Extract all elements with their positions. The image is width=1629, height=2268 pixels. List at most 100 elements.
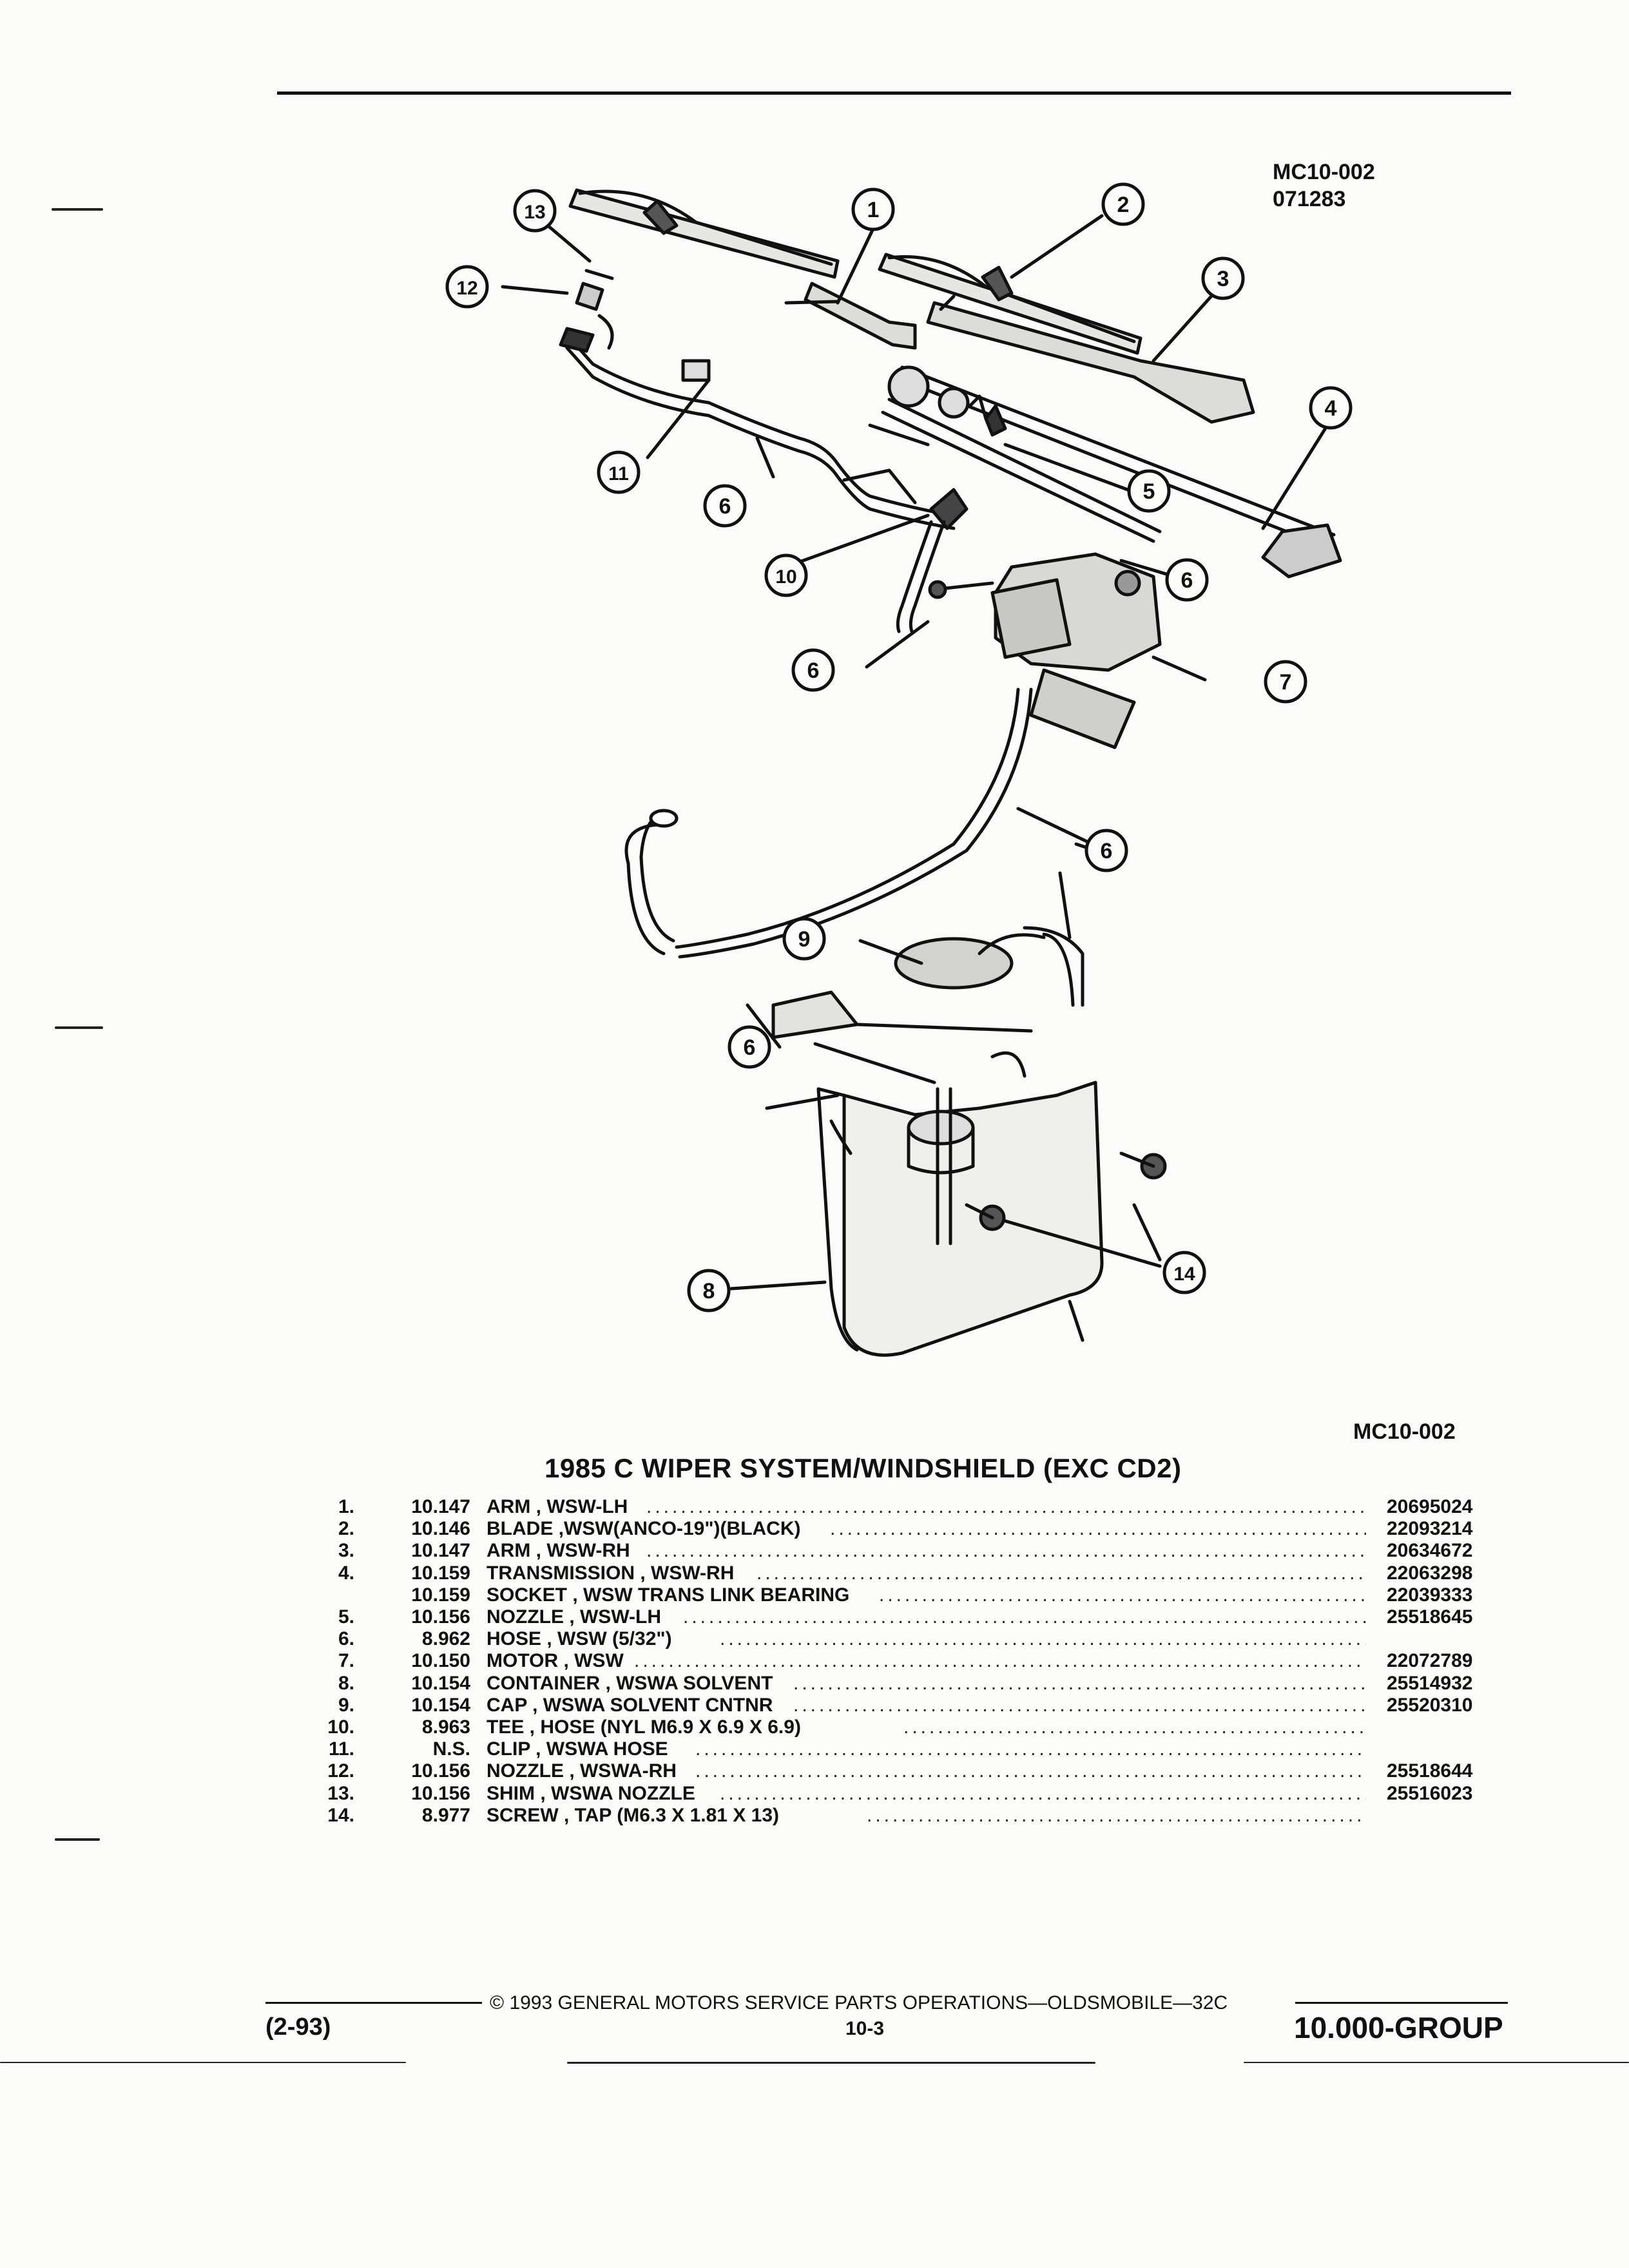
part-item-number: 10. [327,1716,354,1738]
dot-leader: ........................................… [646,1496,1366,1517]
dot-leader: ........................................… [830,1518,1366,1540]
part-number: 25520310 [1387,1694,1473,1716]
part-item-number: 9. [338,1694,354,1716]
part-ref-number: 10.156 [411,1760,470,1782]
svg-text:6: 6 [807,658,820,683]
callout-6e: 6 [728,1025,771,1069]
callout-2: 2 [1101,182,1145,226]
footer-group: 10.000-GROUP [1294,2011,1503,2044]
callout-9: 9 [782,917,826,961]
scan-mark [55,1026,103,1029]
callout-12: 12 [445,265,489,309]
container-icon [765,990,1167,1357]
dot-leader: ........................................… [867,1804,1366,1826]
dot-leader: ........................................… [757,1562,1366,1584]
svg-text:13: 13 [524,202,545,223]
lh-blade-icon [568,188,840,279]
part-description: NOZZLE , WSW-LH [487,1606,662,1628]
footer-date: (2-93) [265,2013,331,2041]
part-item-number: 4. [338,1562,354,1584]
dot-leader: ........................................… [720,1628,1366,1650]
part-number: 20634672 [1387,1540,1473,1562]
part-item-number: 1. [338,1496,354,1517]
rh-arm-icon [926,294,1255,424]
transmission-icon [868,365,1342,579]
rh-blade-icon [878,253,1142,355]
svg-text:2: 2 [1117,193,1130,217]
part-ref-number: 10.146 [411,1518,470,1540]
part-description: MOTOR , WSW [487,1650,624,1672]
svg-text:8: 8 [703,1279,715,1303]
part-description: SCREW , TAP (M6.3 X 1.81 X 13) [487,1804,780,1826]
part-ref-number: 10.156 [411,1782,470,1804]
part-ref-number: 10.147 [411,1540,470,1562]
part-number: 25514932 [1387,1672,1473,1694]
part-ref-number: 10.154 [411,1694,470,1716]
svg-text:6: 6 [719,494,731,519]
part-description: ARM , WSW-LH [487,1496,628,1517]
dot-leader: ........................................… [720,1782,1366,1804]
callout-4: 4 [1309,386,1353,430]
svg-text:6: 6 [1181,568,1193,593]
part-number: 20695024 [1387,1496,1473,1517]
part-description: SHIM , WSWA NOZZLE [487,1782,695,1804]
parts-row: 1. 10.147 ARM , WSW-LH....................… [0,1496,1629,1518]
part-description: TEE , HOSE (NYL M6.9 X 6.9 X 6.9) [487,1716,801,1738]
footer-rule-right [1295,2002,1508,2004]
svg-text:12: 12 [456,278,477,299]
lh-arm-icon [784,282,917,350]
callout-6b: 6 [1165,558,1209,602]
dot-leader: ........................................… [646,1540,1366,1562]
part-number: 25518644 [1387,1760,1473,1782]
svg-text:6: 6 [1101,839,1113,863]
dot-leader: ........................................… [793,1672,1366,1694]
parts-row: 12. 10.156 NOZZLE , WSWA-RH...............… [0,1760,1629,1782]
callout-6c: 6 [791,648,835,692]
svg-text:11: 11 [608,463,629,485]
part-ref-number: 10.147 [411,1496,470,1517]
dot-leader: ........................................… [634,1650,1366,1672]
part-item-number: 5. [338,1606,354,1628]
dot-leader: ........................................… [903,1716,1366,1738]
figure-code-bottom: MC10-002 [1353,1419,1456,1444]
scan-mark [55,1838,100,1841]
callout-10: 10 [764,553,808,597]
cap-icon [894,926,1084,1007]
part-ref-number: 10.154 [411,1672,470,1694]
callout-14: 14 [1162,1251,1206,1294]
part-description: TRANSMISSION , WSW-RH [487,1562,735,1584]
part-number: 22039333 [1387,1584,1473,1606]
part-description: CONTAINER , WSWA SOLVENT [487,1672,773,1694]
part-item-number: 12. [327,1760,354,1782]
part-description: HOSE , WSW (5/32") [487,1628,672,1650]
part-ref-number: N.S. [432,1738,470,1760]
part-description: BLADE ,WSW(ANCO-19")(BLACK) [487,1518,801,1540]
part-number: 25516023 [1387,1782,1473,1804]
figure-code: MC10-002 [1273,160,1375,184]
scan-mark [567,2062,1095,2064]
dot-leader: ........................................… [683,1606,1366,1628]
callout-11: 11 [597,450,641,494]
part-item-number: 11. [328,1738,354,1760]
svg-text:10: 10 [775,566,796,588]
dot-leader: ........................................… [793,1694,1366,1716]
dot-leader: ........................................… [695,1760,1366,1782]
part-number: 25518645 [1387,1606,1473,1628]
part-number: 22072789 [1387,1650,1473,1672]
part-ref-number: 10.150 [411,1650,470,1672]
part-item-number: 3. [338,1540,354,1562]
svg-text:3: 3 [1217,267,1229,291]
part-description: NOZZLE , WSWA-RH [487,1760,677,1782]
part-description: CAP , WSWA SOLVENT CNTNR [487,1694,773,1716]
part-item-number: 14. [327,1804,354,1826]
part-ref-number: 8.963 [421,1716,470,1738]
footer-page-number: 10-3 [845,2018,885,2039]
callout-3: 3 [1201,256,1245,300]
svg-text:6: 6 [744,1035,756,1060]
parts-row: 9. 10.154 CAP , WSWA SOLVENT CNTNR........… [0,1695,1629,1716]
